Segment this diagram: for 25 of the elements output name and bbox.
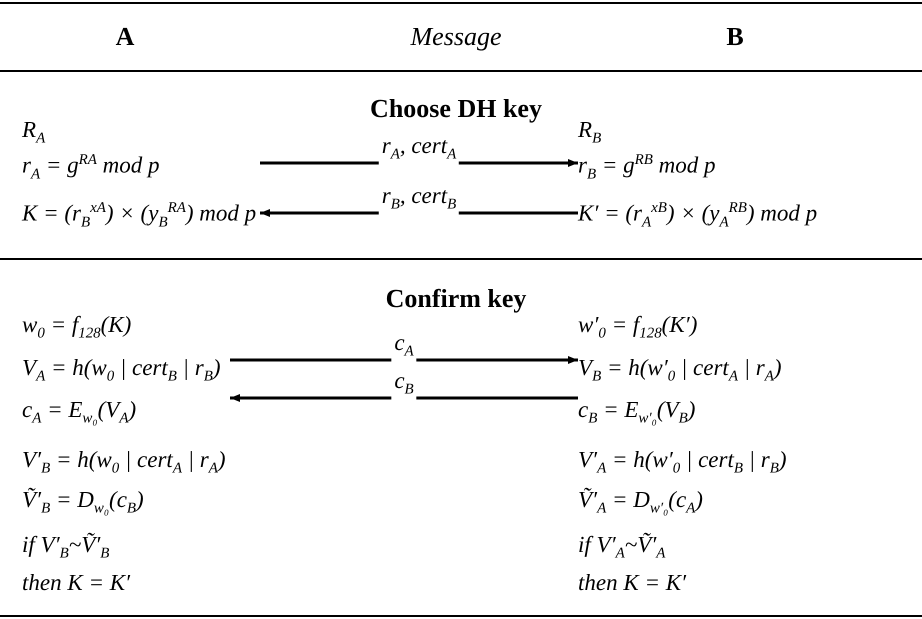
formula: w$_{0}$ = f$_{128}$(K) bbox=[22, 311, 132, 344]
formula: then K = K′ bbox=[578, 569, 686, 597]
section-heading: Choose DH key bbox=[370, 94, 542, 124]
formula: Ṽ′$_{A}$ = D$_{w′₀}$(c$_{A}$) bbox=[578, 486, 703, 519]
formula: R$_{B}$ bbox=[578, 116, 602, 149]
formula: then K = K′ bbox=[22, 569, 130, 597]
arrow bbox=[230, 394, 578, 402]
formula: c$_{A}$ = E$_{w₀}$(V$_{A}$) bbox=[22, 396, 136, 429]
column-heading: B bbox=[726, 22, 744, 52]
formula: V′$_{A}$ = h(w′$_{0}$ | cert$_{B}$ | r$_{B}$) bbox=[578, 446, 787, 479]
formula: if V′$_{B}$~Ṽ′$_{B}$ bbox=[22, 531, 110, 564]
column-heading: Message bbox=[410, 22, 502, 52]
formula: if V′$_{A}$~Ṽ′$_{A}$ bbox=[578, 531, 666, 564]
arrow bbox=[230, 356, 578, 364]
formula: w′$_{0}$ = f$_{128}$(K′) bbox=[578, 311, 698, 344]
formula: c$_{B}$ = E$_{w′₀}$(V$_{B}$) bbox=[578, 396, 696, 429]
formula: r$_{B}$ = g$^{R}$$^{B}$ mod p bbox=[578, 151, 716, 184]
formula: V$_{A}$ = h(w$_{0}$ | cert$_{B}$ | r$_{B}$) bbox=[22, 354, 220, 387]
column-heading: A bbox=[116, 22, 134, 52]
section-heading: Confirm key bbox=[386, 284, 526, 314]
formula: Ṽ′$_{B}$ = D$_{w₀}$(c$_{B}$) bbox=[22, 486, 144, 519]
formula: V′$_{B}$ = h(w$_{0}$ | cert$_{A}$ | r$_{A}$) bbox=[22, 446, 226, 479]
formula: R$_{A}$ bbox=[22, 116, 46, 149]
formula: V$_{B}$ = h(w′$_{0}$ | cert$_{A}$ | r$_{A}$) bbox=[578, 354, 782, 387]
formula: r$_{A}$ = g$^{R}$$^{A}$ mod p bbox=[22, 151, 160, 184]
